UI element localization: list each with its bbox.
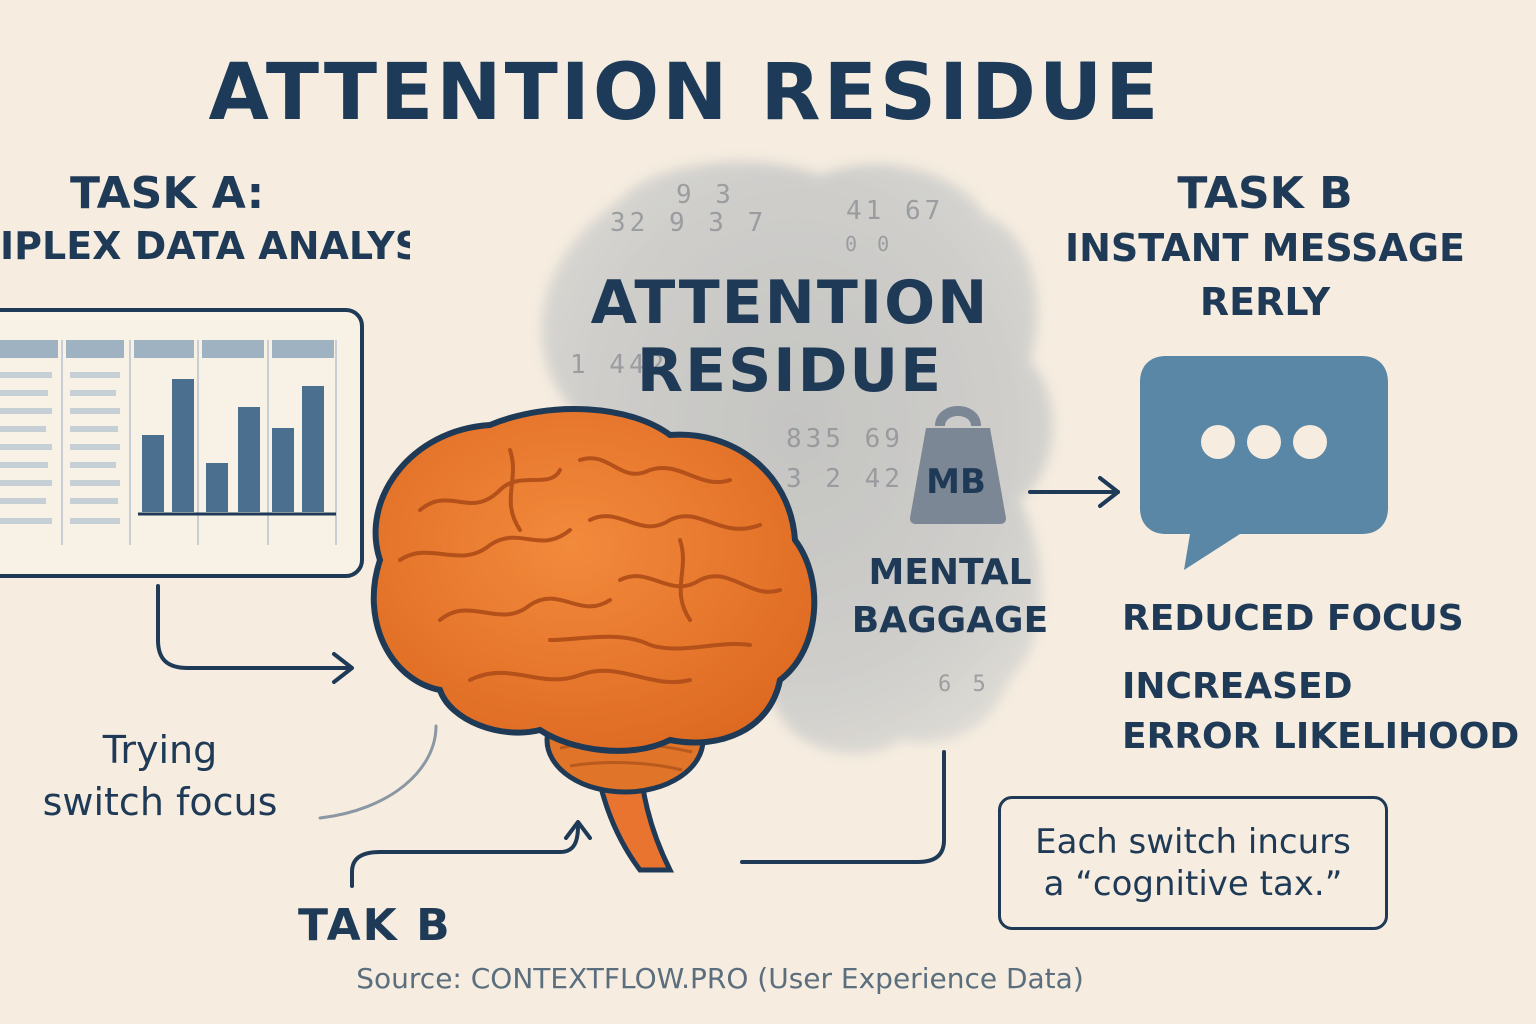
residue-number: 3 2 42 <box>786 464 904 494</box>
residue-number: 41 67 <box>846 196 945 226</box>
cloud-title-line2: RESIDUE <box>636 336 944 406</box>
task-b-title: TASK B <box>1177 168 1353 219</box>
task-b-subtitle-line2: RERLY <box>1199 280 1331 324</box>
brain-illustration <box>370 405 818 873</box>
residue-number: 9 3 <box>676 180 735 210</box>
chart-bar <box>142 435 164 512</box>
trying-label-line1: Trying <box>102 728 218 772</box>
chart-bar <box>302 386 324 512</box>
trying-label-line2: switch focus <box>42 780 278 824</box>
chat-bubble-icon <box>1140 356 1388 570</box>
effect-reduced-focus: REDUCED FOCUS <box>1122 598 1464 639</box>
mental-baggage-line1: MENTAL <box>868 552 1032 593</box>
task-a-subtitle: IPLEX DATA ANALYSIS <box>0 224 410 268</box>
cognitive-tax-line1: Each switch incurs <box>1035 822 1351 862</box>
effect-increased-line1: INCREASED <box>1122 666 1353 707</box>
chart-bar <box>172 379 194 512</box>
chart-bar <box>272 428 294 512</box>
chart-bar <box>206 463 228 512</box>
residue-number: 0 0 <box>845 232 894 256</box>
mental-baggage-line2: BAGGAGE <box>851 600 1049 641</box>
residue-number: 6 5 <box>938 672 990 697</box>
arrow-tak-b-to-brain <box>350 824 580 888</box>
effect-increased-line2: ERROR LIKELIHOOD <box>1122 716 1520 757</box>
page-title: ATTENTION RESIDUE <box>208 48 1162 138</box>
cloud-title-line1: ATTENTION <box>590 268 990 338</box>
line-cloud-to-tax <box>740 750 946 864</box>
residue-number: 32 9 3 7 <box>610 208 768 238</box>
arrow-monitor-to-brain <box>156 584 352 670</box>
cognitive-tax-note: Each switch incurs a “cognitive tax.” <box>998 796 1388 930</box>
task-a-title: TASK A: <box>70 168 265 219</box>
cognitive-tax-line2: a “cognitive tax.” <box>1043 864 1343 904</box>
weight-icon <box>910 406 1006 524</box>
task-b-subtitle-line1: INSTANT MESSAGE <box>1064 226 1465 270</box>
residue-number: 835 69 <box>786 424 904 454</box>
chart-bar <box>238 407 260 512</box>
residue-number: 1 442 <box>570 350 669 380</box>
weight-label: MB <box>926 462 986 502</box>
source-caption: Source: CONTEXTFLOW.PRO (User Experience… <box>356 962 1084 995</box>
tak-b-label: TAK B <box>298 900 452 951</box>
spreadsheet-monitor <box>0 308 364 578</box>
